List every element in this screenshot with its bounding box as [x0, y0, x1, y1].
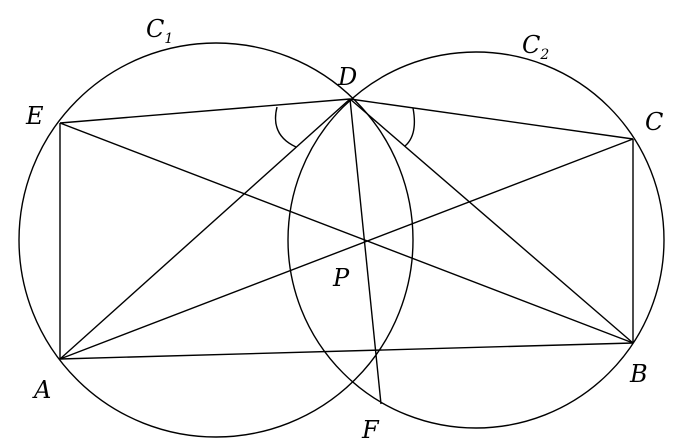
segment-dc	[349, 98, 634, 140]
segment-ac	[59, 138, 634, 360]
segment-ed	[59, 98, 351, 124]
segment-db	[349, 98, 634, 344]
angle-mark-edp	[274, 106, 297, 148]
segment-df	[349, 98, 382, 405]
segment-eb	[59, 122, 634, 344]
label-e: E	[25, 102, 44, 130]
segment-ab	[59, 342, 634, 360]
label-c: C	[645, 108, 663, 136]
label-c1: C1	[146, 15, 173, 47]
label-c2: C2	[522, 31, 549, 63]
label-f: F	[361, 416, 380, 444]
label-p: P	[332, 264, 350, 292]
circle-c1	[18, 42, 414, 438]
angle-mark-cdb	[404, 107, 416, 147]
label-a: A	[32, 376, 51, 404]
segment-ad	[59, 98, 351, 360]
circle-c2	[287, 51, 665, 429]
label-d: D	[337, 63, 357, 91]
label-b: B	[629, 360, 648, 388]
